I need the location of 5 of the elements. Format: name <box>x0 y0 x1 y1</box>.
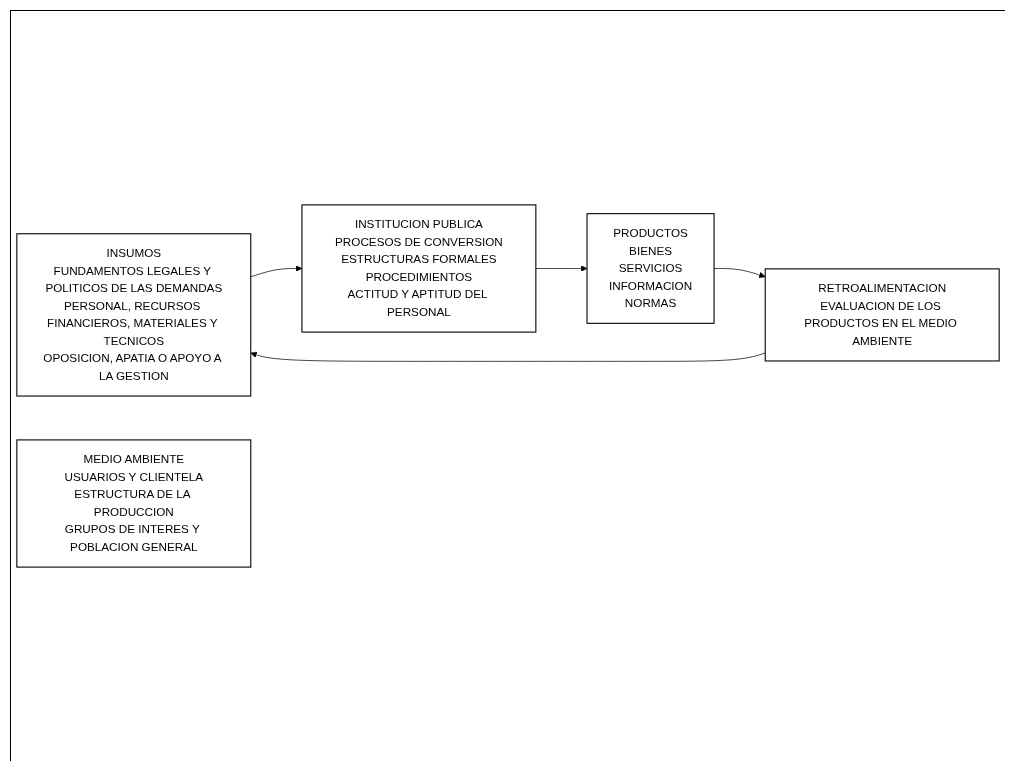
node-box: INSTITUCION PUBLICA PROCESOS DE CONVERSION ESTRUCTURAS FORMALES PROCEDIMIENTOS ACTITUD Y APTITUD DEL PERSONAL <box>301 204 537 333</box>
node-box: RETROALIMENTACION EVALUACION DE LOS PRODUCTOS EN EL MEDIO AMBIENTE <box>764 268 1000 362</box>
node-box: INSUMOS FUNDAMENTOS LEGALES Y POLITICOS DE LAS DEMANDAS PERSONAL, RECURSOS FINANCIEROS, MATERIALES Y TECNICOS OPOSICION, APATIA O APOYO A LA GESTION <box>16 233 252 397</box>
node-box: MEDIO AMBIENTE USUARIOS Y CLIENTELA ESTRUCTURA DE LA PRODUCCION GRUPOS DE INTERES Y POBLACION GENERAL <box>16 439 252 568</box>
node-box: PRODUCTOS BIENES SERVICIOS INFORMACION NORMAS <box>586 213 715 324</box>
